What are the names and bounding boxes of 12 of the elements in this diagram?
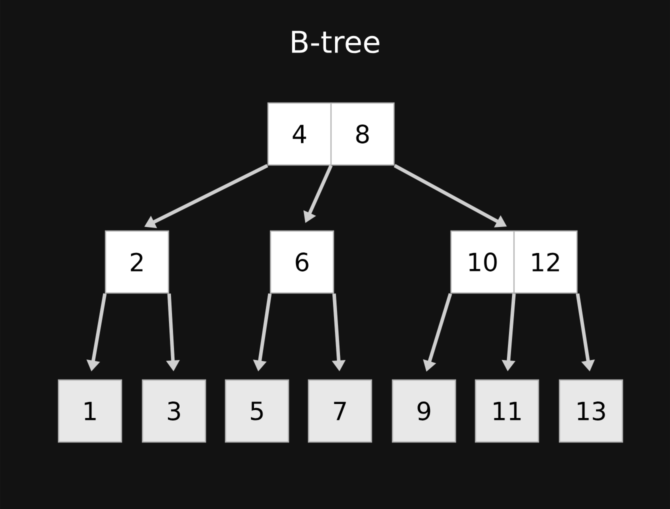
tree-node: 4 8 — [267, 102, 395, 166]
leaf-node: 7 — [308, 379, 372, 443]
leaf-node: 9 — [392, 379, 456, 443]
leaf-node: 11 — [474, 379, 540, 443]
leaf-node: 1 — [58, 379, 122, 443]
tree-node: 6 — [270, 230, 334, 294]
leaf-node: 5 — [224, 379, 290, 443]
leaf-node: 13 — [558, 379, 624, 443]
tree-node: 2 — [104, 230, 170, 294]
title: B-tree — [292, 30, 380, 54]
leaf-node: 3 — [142, 379, 206, 443]
tree-node: 10 12 — [450, 230, 578, 294]
